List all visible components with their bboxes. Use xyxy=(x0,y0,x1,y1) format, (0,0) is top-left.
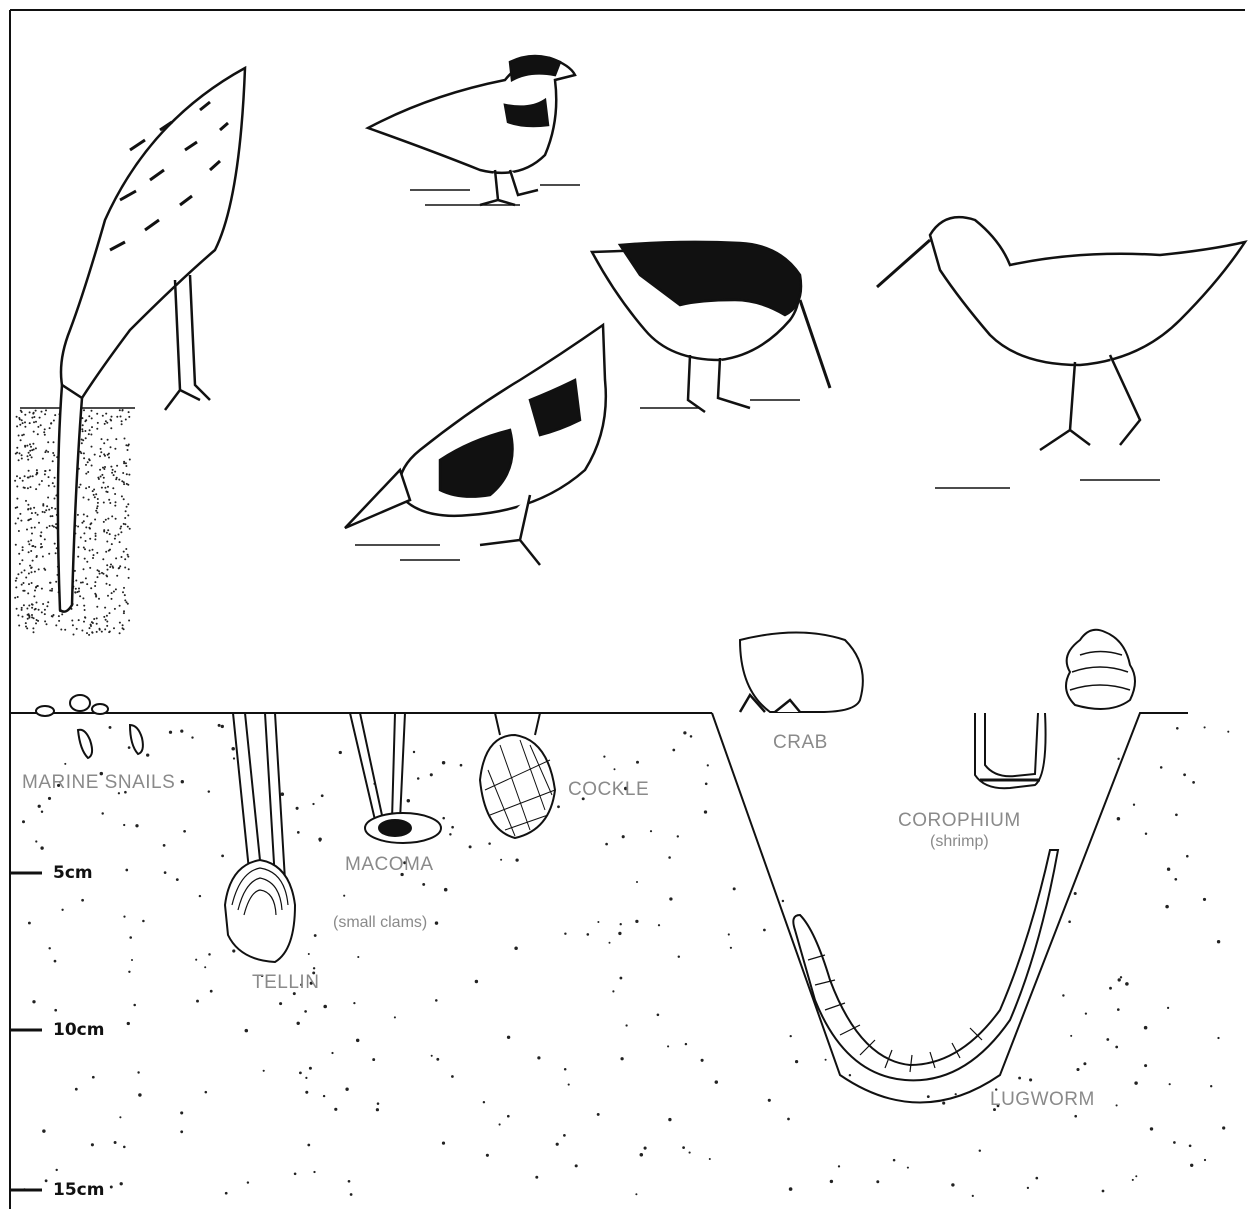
label-crab: CRAB xyxy=(773,733,828,752)
depth-scale xyxy=(10,873,42,1190)
label-tellin: TELLIN xyxy=(252,973,319,992)
macoma-clam-icon xyxy=(350,713,441,843)
mud-surface-line xyxy=(10,713,1188,1103)
tellin-clam-icon xyxy=(225,713,295,962)
label-cockle: COCKLE xyxy=(568,780,649,799)
curlew-bird-icon xyxy=(20,68,245,612)
label-marine-snails: MARINE SNAILS xyxy=(22,773,175,792)
turnstone-bird-icon xyxy=(345,325,606,565)
label-macoma: MACOMA xyxy=(345,855,434,874)
label-lugworm: LUGWORM xyxy=(990,1090,1095,1109)
label-corophium: COROPHIUM xyxy=(898,811,1021,830)
cockle-icon xyxy=(480,713,555,838)
redshank-bird-icon xyxy=(877,217,1245,488)
corophium-burrow-icon xyxy=(975,713,1046,788)
marine-snails-icon xyxy=(36,695,143,758)
oystercatcher-bird-icon xyxy=(592,242,830,412)
depth-label-10cm: 10cm xyxy=(53,1022,104,1039)
depth-label-5cm: 5cm xyxy=(53,865,93,882)
crab-icon xyxy=(740,633,863,713)
depth-label-15cm: 15cm xyxy=(53,1182,104,1199)
ringed-plover-bird-icon xyxy=(368,56,580,205)
label-corophium-note: (shrimp) xyxy=(930,834,989,850)
label-macoma-note: (small clams) xyxy=(333,915,427,931)
